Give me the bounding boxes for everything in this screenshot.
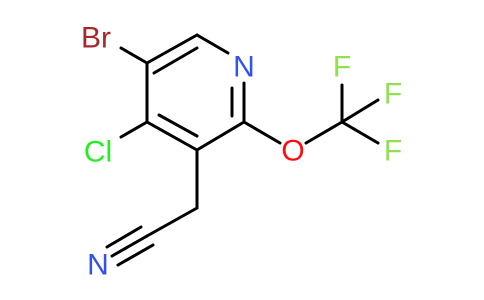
bond-c6-n1: [195, 33, 230, 55]
bond-c6-c5-inner: [152, 46, 199, 75]
atom-f-right-upper: F: [384, 78, 402, 111]
atom-f-right-lower: F: [384, 135, 402, 168]
atom-n-ring: N: [233, 51, 255, 84]
bond-ch2-cn: [145, 206, 199, 238]
bond-o-cf3: [304, 120, 344, 145]
bond-c4-cl: [119, 120, 149, 139]
bond-c5-c6: [145, 33, 199, 65]
bond-c3-c4: [145, 120, 199, 152]
bond-c3-c4-inner: [157, 113, 199, 138]
bond-c-f3: [340, 120, 380, 145]
bond-c2-c3: [195, 120, 246, 152]
bond-cn-triple-3: [116, 243, 155, 267]
bond-c-f2: [340, 98, 380, 124]
atom-cl: Cl: [84, 136, 112, 169]
pyridine-ring: [145, 33, 246, 152]
bond-cn-triple-1: [110, 234, 149, 258]
bond-c2-o: [242, 120, 282, 145]
bond-cn-triple-2: [105, 225, 143, 249]
atom-labels: Br Cl N O F F F N: [81, 22, 402, 282]
substituent-bonds: [105, 46, 380, 267]
atom-n-nitrile: N: [87, 249, 109, 282]
atom-o: O: [281, 135, 304, 168]
atom-f-top: F: [333, 51, 351, 84]
bond-c5-br: [119, 46, 149, 65]
atom-br: Br: [81, 22, 111, 55]
